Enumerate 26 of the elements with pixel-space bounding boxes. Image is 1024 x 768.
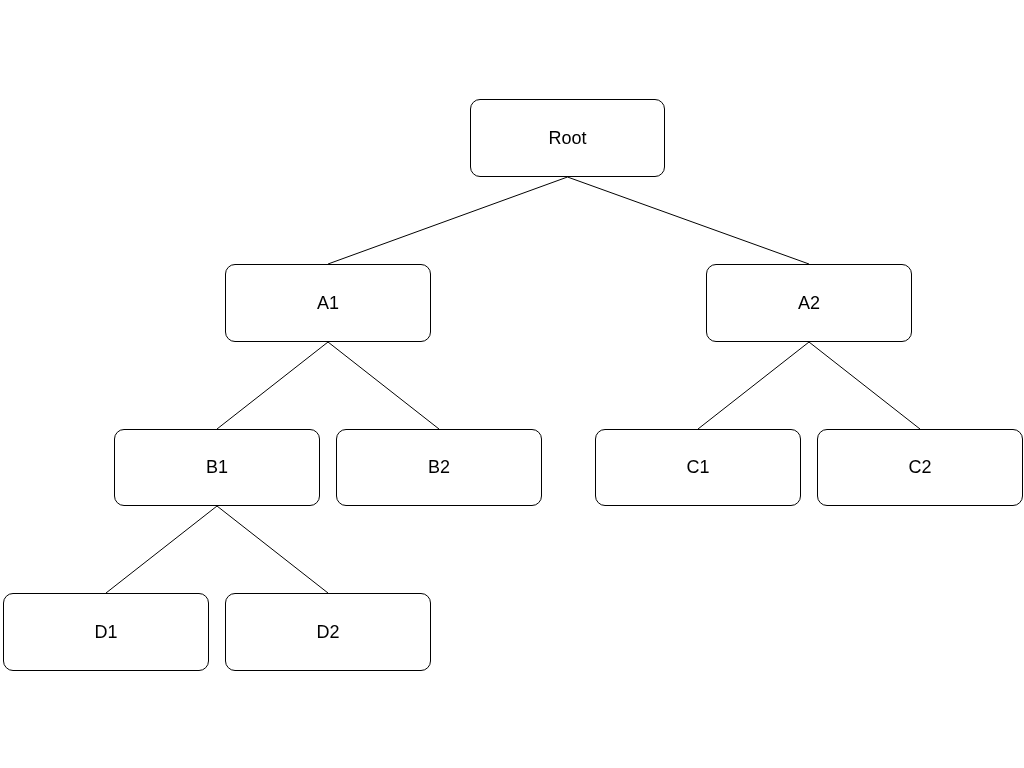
connector-line: [216, 341, 329, 430]
tree-node-box: [225, 264, 431, 342]
node-label: A1: [317, 292, 339, 314]
connector-line: [216, 505, 329, 594]
tree-node-box: [817, 429, 1023, 506]
tree-node-box: [706, 264, 912, 342]
node-label: A2: [798, 292, 820, 314]
node-label: D1: [94, 621, 118, 643]
node-label: B2: [428, 457, 450, 478]
node-label: D2: [316, 621, 340, 643]
connector-line: [567, 176, 810, 265]
node-label: C2: [908, 457, 932, 478]
connector-line: [808, 341, 921, 430]
connector-line: [327, 341, 440, 430]
connector-line: [105, 505, 218, 594]
tree-node-box: [114, 429, 320, 506]
tree-node-box: [470, 99, 665, 177]
tree-node-box: [225, 593, 431, 671]
node-label: C1: [686, 457, 710, 478]
tree-node-box: [595, 429, 801, 506]
tree-node-box: [3, 593, 209, 671]
connector-line: [697, 341, 810, 430]
node-label: B1: [206, 457, 228, 478]
tree-node-box: [336, 429, 542, 506]
node-label: Root: [548, 127, 587, 149]
connector-line: [327, 176, 568, 265]
